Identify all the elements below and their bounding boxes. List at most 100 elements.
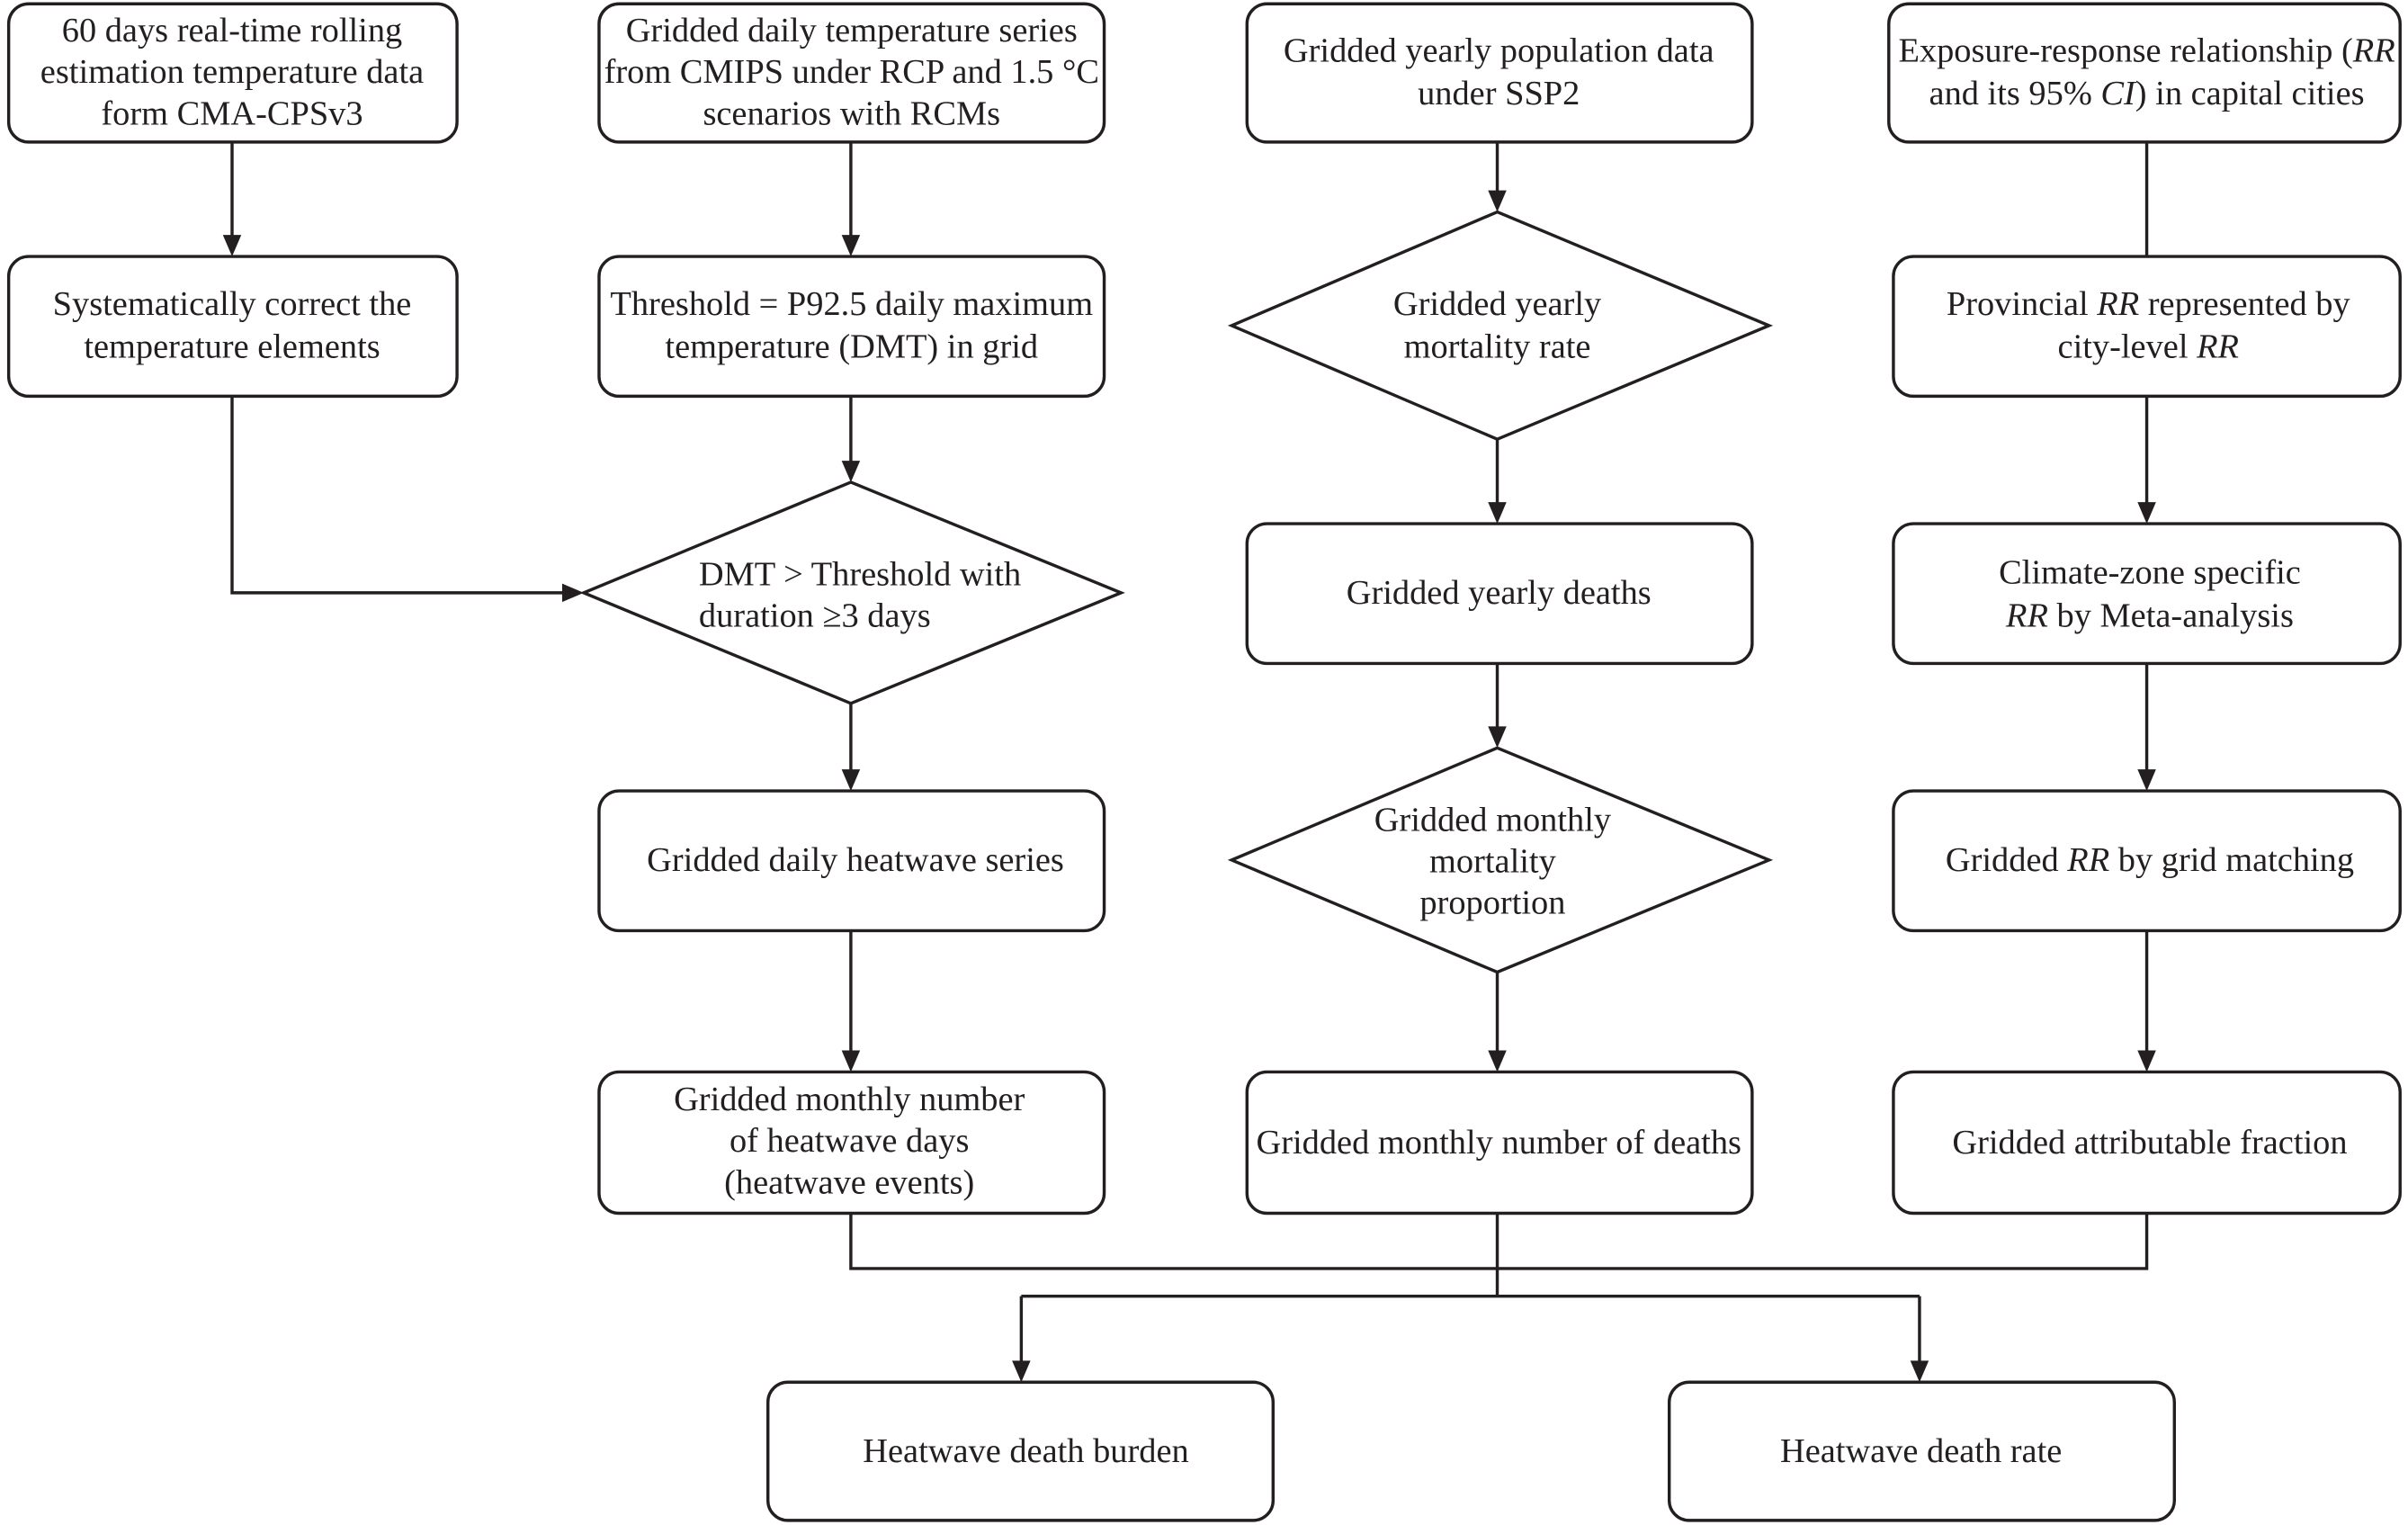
node-label: Gridded RR by grid matching: [1946, 841, 2354, 879]
node-label: Gridded daily heatwave series: [647, 841, 1064, 879]
label-text: Gridded: [1946, 841, 2067, 879]
node-label: Heatwave death rate: [1780, 1432, 2062, 1470]
label-line: Threshold = P92.5 daily maximum: [610, 285, 1093, 323]
process-box: [1892, 1070, 2402, 1216]
arrowhead: [561, 583, 584, 603]
label-line: temperature (DMT) in grid: [665, 328, 1038, 366]
arrowhead: [841, 769, 861, 792]
label-line: of heatwave days: [730, 1122, 970, 1160]
label-line: 60 days real-time rolling: [62, 12, 402, 49]
label-text: Exposure-response relationship (: [1898, 31, 2352, 69]
arrow-daily-series-to-monthly-heatwave-days: [841, 930, 861, 1072]
label-line: Systematically correct the: [53, 285, 412, 323]
node-cma-estimation-data: 60 days real-time rolling estimation temp…: [6, 2, 459, 144]
arrow-mortality-rate-to-yearly-deaths: [1488, 439, 1507, 525]
label-line: Gridded RR by grid matching: [1946, 841, 2354, 879]
label-line: Exposure-response relationship (RR: [1898, 31, 2395, 69]
label-text: represented by: [2139, 285, 2350, 323]
arrowhead: [1488, 502, 1507, 525]
process-box: [1892, 522, 2402, 666]
arrow-to-death-rate: [1910, 1296, 1929, 1383]
arrow-line: [230, 396, 568, 595]
label-text: by Meta-analysis: [2048, 597, 2294, 634]
label-line: and its 95% CI) in capital cities: [1929, 75, 2365, 112]
process-box: [766, 1380, 1276, 1522]
arrowhead: [1012, 1360, 1031, 1383]
label-line: Climate-zone specific: [1999, 554, 2301, 592]
label-line: Gridded yearly population data: [1284, 31, 1714, 69]
label-line: Gridded attributable fraction: [1952, 1124, 2347, 1162]
label-line: Gridded daily temperature series: [626, 12, 1078, 49]
process-box: [597, 255, 1106, 399]
node-daily-heatwave-series: Gridded daily heatwave series: [597, 789, 1106, 933]
node-gridded-rr: Gridded RR by grid matching: [1892, 789, 2402, 933]
node-label: Gridded daily temperature series from CMI…: [604, 12, 1099, 132]
node-threshold: Threshold = P92.5 daily maximum temperatu…: [597, 255, 1106, 399]
rr-symbol: RR: [2005, 597, 2048, 634]
label-line: from CMIPS under RCP and 1.5 °C: [604, 53, 1099, 91]
node-population-data: Gridded yearly population data under SSP2: [1245, 2, 1754, 144]
decision-diamond: [1227, 746, 1774, 974]
node-attributable-fraction: Gridded attributable fraction: [1892, 1070, 2402, 1216]
arrowhead: [1488, 190, 1507, 212]
arrowhead: [2137, 1050, 2156, 1072]
arrow-heatwave-definition-to-daily-series: [841, 703, 861, 792]
label-text: ) in capital cities: [2135, 75, 2365, 112]
node-monthly-deaths: Gridded monthly number of deaths: [1245, 1070, 1754, 1216]
arrowhead: [841, 461, 861, 482]
process-box: [1245, 1070, 1754, 1216]
label-line: city-level RR: [2058, 328, 2239, 366]
node-label: Gridded yearly deaths: [1347, 574, 1652, 612]
arrow-mortality-proportion-to-monthly-deaths: [1488, 972, 1507, 1072]
label-line: Gridded daily heatwave series: [647, 841, 1064, 879]
label-line: Gridded monthly number of deaths: [1256, 1124, 1741, 1162]
arrowhead: [841, 1050, 861, 1072]
label-line: DMT > Threshold with: [699, 555, 1021, 593]
process-box: [1887, 2, 2402, 144]
arrow-cma-data-to-correction: [222, 141, 242, 257]
arrow-cmip-series-to-threshold: [841, 141, 861, 257]
node-death-rate: Heatwave death rate: [1667, 1380, 2176, 1522]
process-box: [1892, 789, 2402, 933]
node-death-burden: Heatwave death burden: [766, 1380, 1276, 1522]
arrow-threshold-to-heatwave-definition: [841, 396, 861, 482]
decision-diamond: [1227, 210, 1774, 442]
process-box: [1245, 522, 1754, 666]
rr-symbol: RR: [2352, 31, 2395, 69]
label-line: scenarios with RCMs: [703, 94, 1000, 132]
node-cmip-temperature-series: Gridded daily temperature series from CMI…: [597, 2, 1106, 144]
label-line: estimation temperature data: [40, 53, 424, 91]
arrow-population-to-mortality-rate: [1488, 141, 1507, 212]
label-line: under SSP2: [1418, 75, 1580, 112]
label-line: RR by Meta-analysis: [2005, 597, 2294, 634]
arrow-yearly-deaths-to-mortality-proportion: [1488, 663, 1507, 749]
process-box: [6, 255, 459, 399]
process-box: [597, 1070, 1106, 1216]
arrowhead: [2137, 502, 2156, 525]
node-label: 60 days real-time rolling estimation temp…: [40, 12, 424, 132]
label-line: mortality: [1429, 843, 1557, 881]
connectors: [222, 141, 2156, 1383]
process-box: [1245, 2, 1754, 144]
label-line: Gridded yearly deaths: [1347, 574, 1652, 612]
rr-symbol: RR: [2196, 328, 2239, 366]
node-label: Exposure-response relationship (RR and it…: [1898, 31, 2395, 112]
arrow-provincial-rr-to-climate-zone-rr: [2137, 396, 2156, 525]
arrowhead: [1910, 1360, 1929, 1383]
node-label: Heatwave death burden: [863, 1432, 1188, 1470]
node-exposure-response: Exposure-response relationship (RR and it…: [1887, 2, 2402, 144]
process-box: [1892, 255, 2402, 399]
label-line: Gridded monthly number: [674, 1081, 1025, 1118]
arrowhead: [841, 235, 861, 257]
label-line: Gridded monthly: [1374, 801, 1612, 839]
label-line: proportion: [1419, 884, 1565, 922]
ci-symbol: CI: [2100, 75, 2137, 112]
